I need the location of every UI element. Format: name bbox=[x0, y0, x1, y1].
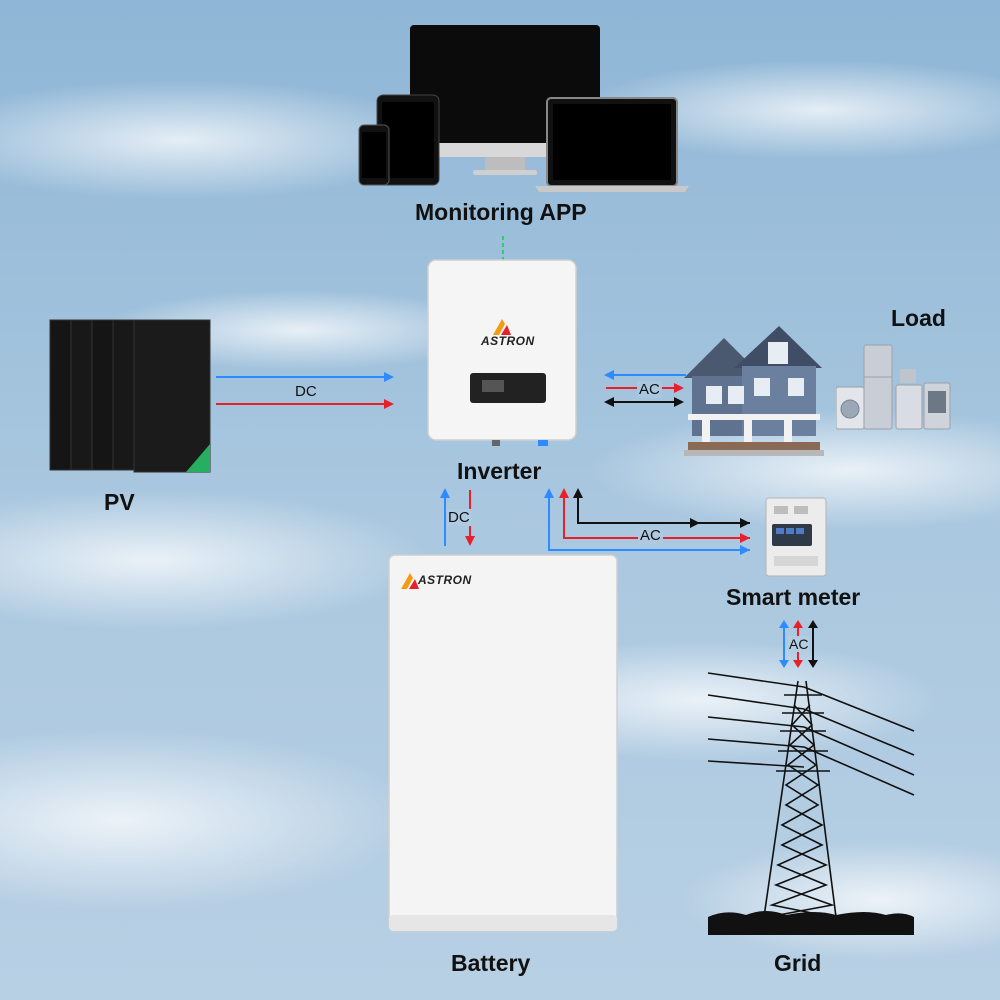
inverter-battery-arrows bbox=[440, 488, 475, 546]
inverter-logo-icon bbox=[493, 319, 511, 335]
monitoring-devices-icon bbox=[358, 25, 689, 192]
monitoring-app-label: Monitoring APP bbox=[415, 199, 587, 225]
grid-label: Grid bbox=[774, 950, 822, 976]
pv-inverter-flow-label: DC bbox=[295, 383, 317, 400]
inverter-brand-logo: ASTRON bbox=[481, 334, 535, 348]
inverter-battery-flow-label: DC bbox=[447, 509, 471, 526]
smart-meter-icon bbox=[765, 497, 827, 577]
battery-label: Battery bbox=[451, 950, 531, 976]
inverter-load-flow-label: AC bbox=[637, 381, 662, 398]
battery-logo-icon bbox=[401, 573, 419, 589]
inverter-meter-arrows bbox=[544, 488, 750, 555]
appliances-icon bbox=[836, 344, 951, 430]
pv-label: PV bbox=[104, 489, 135, 515]
transmission-tower-icon bbox=[707, 672, 915, 935]
pv-panels-icon bbox=[49, 319, 211, 473]
smart-meter-label: Smart meter bbox=[726, 584, 861, 610]
house-icon bbox=[684, 326, 824, 456]
battery-unit bbox=[388, 554, 618, 932]
inverter-meter-flow-label: AC bbox=[638, 527, 663, 544]
battery-brand-logo: ASTRON bbox=[418, 573, 472, 587]
pv-inverter-arrows bbox=[216, 372, 394, 409]
meter-grid-arrows bbox=[779, 620, 818, 668]
inverter-unit bbox=[427, 259, 577, 446]
meter-grid-flow-label: AC bbox=[788, 636, 810, 652]
inverter-label: Inverter bbox=[457, 458, 542, 484]
load-label: Load bbox=[891, 305, 946, 331]
